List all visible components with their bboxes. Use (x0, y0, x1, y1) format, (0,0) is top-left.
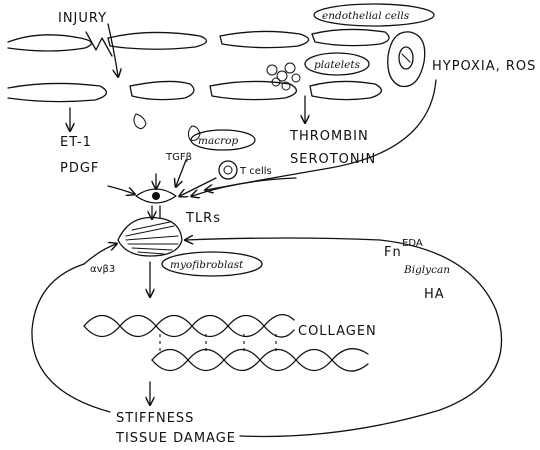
vessel-cell (387, 31, 426, 88)
avb3-arrow (83, 244, 116, 265)
platelets-cluster (266, 62, 301, 91)
label-macrop: macrop (198, 135, 238, 147)
endothelial-layer-bottom (7, 80, 382, 103)
label-platelets: platelets (314, 59, 361, 71)
label-et1: ET-1 (60, 135, 92, 150)
label-injury: INJURY (58, 11, 107, 26)
feedback-loop-top (186, 238, 381, 240)
endothelial-layer-top (7, 28, 390, 52)
label-hypoxia-ros: HYPOXIA, ROS (432, 59, 536, 74)
label-tcells: T cells (239, 166, 272, 177)
label-pdgf: PDGF (60, 161, 99, 176)
collagen-fibers (83, 314, 369, 372)
label-fn: Fn (384, 245, 402, 260)
label-collagen: COLLAGEN (298, 324, 377, 339)
feedback-loop-right (239, 239, 503, 438)
myofibroblast-oval (161, 251, 263, 277)
label-tgfb: TGFβ (165, 152, 192, 163)
platelets-oval (304, 52, 370, 76)
capsule-1 (133, 113, 147, 130)
central-cell (135, 188, 177, 204)
label-avb3: αvβ3 (90, 264, 115, 275)
feedback-loop-left (31, 263, 111, 413)
tcell-shape (218, 160, 238, 180)
macrop-oval (190, 129, 256, 151)
capsule-2 (187, 125, 201, 141)
injury-mark (85, 31, 113, 57)
label-stiffness: STIFFNESS (116, 411, 194, 426)
label-tlrs: TLRs (185, 211, 221, 226)
label-serotonin: SEROTONIN (290, 152, 376, 167)
endothelial-cells-oval (313, 3, 435, 27)
label-myofibroblast: myofibroblast (170, 259, 244, 271)
myofibroblast-cell (117, 216, 183, 257)
label-eda: EDA (402, 238, 423, 249)
label-tissue-damage: TISSUE DAMAGE (115, 431, 236, 446)
label-thrombin: THROMBIN (289, 129, 369, 144)
label-endothelial-cells: endothelial cells (322, 10, 410, 22)
label-biglycan: Biglycan (403, 264, 450, 276)
arrows (70, 23, 437, 404)
label-ha: HA (424, 287, 445, 302)
